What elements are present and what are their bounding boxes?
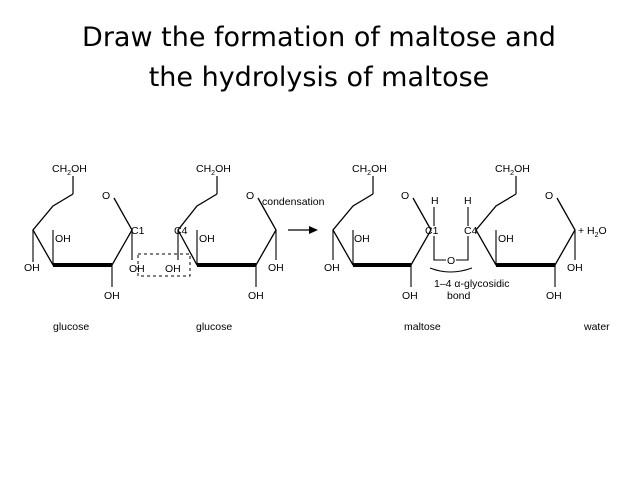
glucose-1: CH2OH O OH OH OH C1 OH glucose bbox=[24, 163, 145, 333]
glucose-2: CH2OH O C4 OH OH OH OH glucose bbox=[165, 163, 284, 333]
ring-oxygen: O bbox=[246, 190, 254, 202]
oh-label: OH bbox=[354, 233, 370, 245]
ring-outline bbox=[475, 193, 576, 266]
oh-label: OH bbox=[498, 233, 514, 245]
glycosidic-link: O 1–4 α-glycosidic bond bbox=[429, 236, 510, 302]
label-water: water bbox=[583, 321, 610, 333]
plus-water-label: + H2O bbox=[578, 225, 607, 239]
maltose-reaction-diagram: CH2OH O OH OH OH C1 OH glucose CH2OH O bbox=[24, 163, 610, 333]
oh-label: OH bbox=[55, 233, 71, 245]
ring-oxygen: O bbox=[401, 190, 409, 202]
bond-label-2: bond bbox=[447, 290, 471, 302]
label-glucose-1: glucose bbox=[53, 321, 89, 333]
condensation-label: condensation bbox=[262, 196, 325, 208]
ring-outline bbox=[332, 193, 432, 266]
ch2oh-label: CH2OH bbox=[196, 163, 231, 177]
oh-label: OH bbox=[567, 262, 583, 274]
reaction-arrowhead bbox=[309, 226, 318, 234]
maltose-ring-2: CH2OH O H C4 OH OH OH + H2O water bbox=[464, 163, 610, 333]
bond-bracket bbox=[429, 267, 473, 273]
c4-label: C4 bbox=[464, 225, 478, 237]
bond-label: 1–4 α-glycosidic bbox=[434, 278, 510, 290]
oh-label: OH bbox=[324, 262, 340, 274]
ring-oxygen: O bbox=[102, 190, 110, 202]
ch2oh-label: CH2OH bbox=[495, 163, 530, 177]
label-maltose: maltose bbox=[404, 321, 441, 333]
oh-label: OH bbox=[24, 262, 40, 274]
water-removed-box bbox=[137, 253, 191, 277]
c4-label: C4 bbox=[174, 225, 188, 237]
ring-oxygen: O bbox=[545, 190, 553, 202]
maltose-ring-1: CH2OH O OH OH OH H C1 maltose bbox=[324, 163, 441, 333]
oh-label: OH bbox=[165, 263, 181, 275]
oh-label: OH bbox=[402, 290, 418, 302]
title-line-1: Draw the formation of maltose and bbox=[82, 22, 556, 53]
oh-label: OH bbox=[129, 263, 145, 275]
c1-label: C1 bbox=[425, 225, 439, 237]
label-glucose-2: glucose bbox=[196, 321, 232, 333]
ch2oh-label: CH2OH bbox=[52, 163, 87, 177]
oh-label: OH bbox=[248, 290, 264, 302]
ring-outline bbox=[32, 193, 133, 266]
oh-label: OH bbox=[268, 262, 284, 274]
h-label: H bbox=[431, 195, 439, 207]
h-label: H bbox=[464, 195, 472, 207]
c1-label: C1 bbox=[131, 225, 145, 237]
oh-label: OH bbox=[199, 233, 215, 245]
oh-label: OH bbox=[104, 290, 120, 302]
link-oxygen: O bbox=[447, 255, 455, 267]
title-line-2: the hydrolysis of maltose bbox=[148, 62, 490, 93]
slide-title: Draw the formation of maltose and the hy… bbox=[0, 18, 638, 98]
ch2oh-label: CH2OH bbox=[352, 163, 387, 177]
oh-label: OH bbox=[546, 290, 562, 302]
